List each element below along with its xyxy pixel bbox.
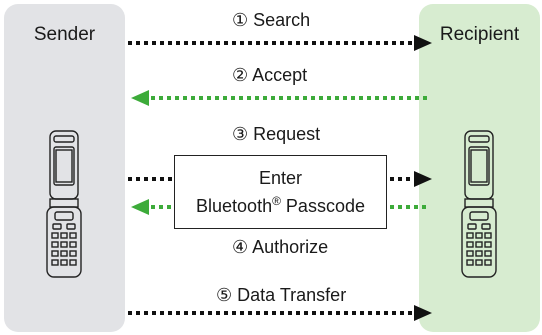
passcode-box: Enter Bluetooth® Passcode [174,155,387,229]
authorize-arrowhead [131,199,149,215]
recipient-label: Recipient [439,24,520,45]
search-arrowhead [414,35,432,51]
passcode-enter-text: Enter [258,168,303,188]
sender-panel: Sender [4,4,125,332]
flip-phone-icon [46,130,82,278]
request-arrowhead [414,171,432,187]
sender-label: Sender [33,24,96,45]
accept-arrowhead [131,90,149,106]
recipient-panel: Recipient [419,4,540,332]
step-transfer-label: ⑤ Data Transfer [216,285,347,305]
step-accept-label: ② Accept [232,65,308,85]
step-search-label: ① Search [232,10,311,30]
passcode-title-text: Bluetooth® Passcode [175,194,386,217]
passcode-bluetooth-text: Bluetooth [196,196,273,216]
flip-phone-icon [461,130,497,278]
transfer-arrowhead [414,305,432,321]
registered-mark: ® [272,194,281,208]
passcode-word-text: Passcode [280,196,365,216]
step-authorize-label: ④ Authorize [232,237,329,257]
step-request-label: ③ Request [232,124,321,144]
